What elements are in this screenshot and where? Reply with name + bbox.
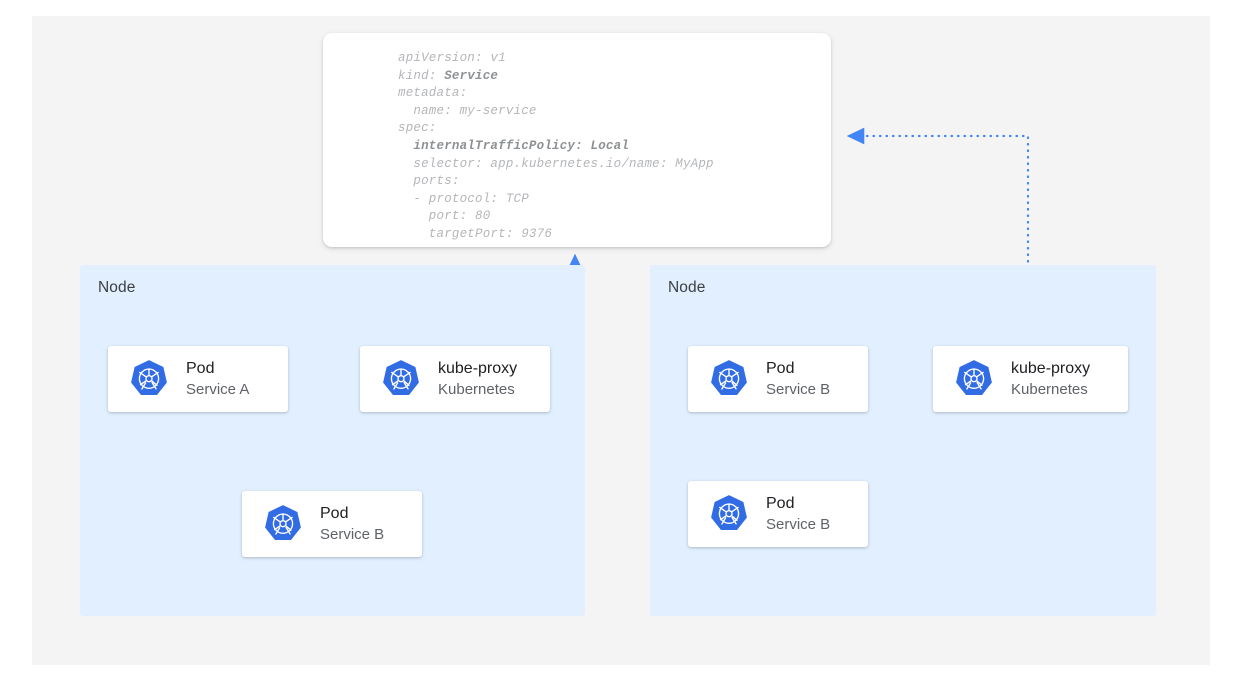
kubernetes-icon xyxy=(128,358,170,400)
node-right-container xyxy=(650,265,1156,616)
yaml-line: kind: Service xyxy=(398,68,499,83)
card-subtitle: Service A xyxy=(186,381,250,398)
card-pod-service-a[interactable]: Pod Service A xyxy=(108,346,288,412)
service-yaml-manifest-card: apiVersion: v1 kind: Service metadata: nam… xyxy=(323,33,831,247)
card-title: Pod xyxy=(186,360,215,377)
kubernetes-icon xyxy=(953,358,995,400)
card-pod-service-b-right-top[interactable]: Pod Service B xyxy=(688,346,868,412)
card-kube-proxy-right[interactable]: kube-proxy Kubernetes xyxy=(933,346,1128,412)
card-pod-service-b-right-bottom[interactable]: Pod Service B xyxy=(688,481,868,547)
card-title: Pod xyxy=(320,505,349,522)
kubernetes-icon xyxy=(708,493,750,535)
yaml-line: port: 80 xyxy=(398,209,491,224)
card-title: Pod xyxy=(766,360,795,377)
kubernetes-icon xyxy=(380,358,422,400)
yaml-line: selector: app.kubernetes.io/name: MyApp xyxy=(398,156,714,171)
card-title: kube-proxy xyxy=(1011,360,1091,377)
card-subtitle: Service B xyxy=(320,526,385,543)
service-yaml-manifest-text: apiVersion: v1 kind: Service metadata: nam… xyxy=(398,50,714,244)
yaml-line: ports: xyxy=(398,174,460,189)
yaml-line: internalTrafficPolicy: Local xyxy=(398,138,630,153)
card-subtitle: Service B xyxy=(766,516,831,533)
node-left-container xyxy=(80,265,585,616)
card-title: kube-proxy xyxy=(438,360,518,377)
kubernetes-icon xyxy=(262,503,304,545)
yaml-line: metadata: xyxy=(398,86,468,101)
card-pod-service-a-text: Pod Service A xyxy=(186,358,249,400)
yaml-line: apiVersion: v1 xyxy=(398,51,506,65)
card-pod-service-b-left-text: Pod Service B xyxy=(320,503,384,545)
card-pod-service-b-left[interactable]: Pod Service B xyxy=(242,491,422,557)
card-subtitle: Kubernetes xyxy=(438,381,515,398)
node-left-label: Node xyxy=(98,279,136,296)
node-right-label: Node xyxy=(668,279,706,296)
card-subtitle: Service B xyxy=(766,381,831,398)
yaml-line: name: my-service xyxy=(398,103,537,118)
card-pod-service-b-right-top-text: Pod Service B xyxy=(766,358,830,400)
yaml-line: - protocol: TCP xyxy=(398,191,529,206)
card-title: Pod xyxy=(766,495,795,512)
card-kube-proxy-left-text: kube-proxy Kubernetes xyxy=(438,358,517,400)
kubernetes-icon xyxy=(708,358,750,400)
yaml-line: targetPort: 9376 xyxy=(398,226,553,241)
card-subtitle: Kubernetes xyxy=(1011,381,1088,398)
card-kube-proxy-right-text: kube-proxy Kubernetes xyxy=(1011,358,1090,400)
card-pod-service-b-right-bottom-text: Pod Service B xyxy=(766,493,830,535)
yaml-line: spec: xyxy=(398,121,437,136)
card-kube-proxy-left[interactable]: kube-proxy Kubernetes xyxy=(360,346,550,412)
